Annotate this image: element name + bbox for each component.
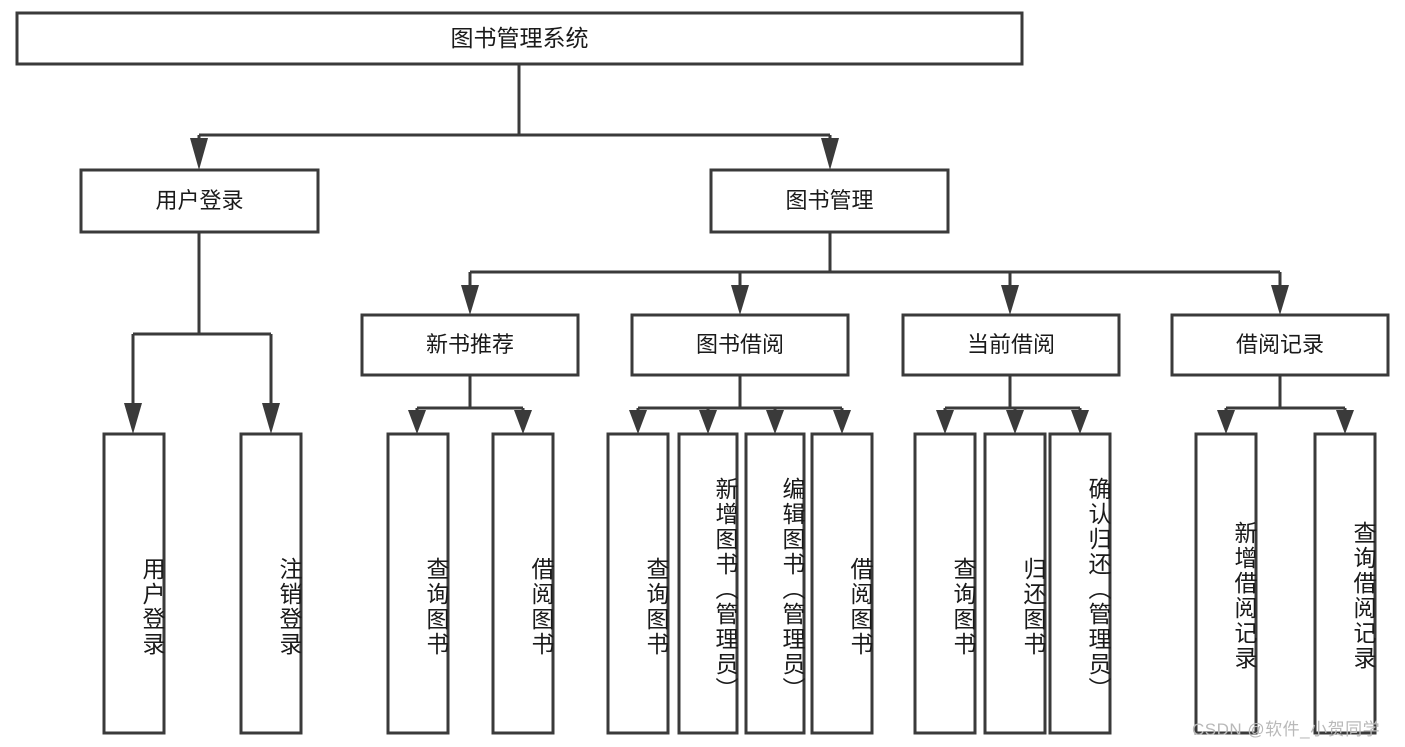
node-box-leaf-3[interactable]	[491, 432, 555, 735]
node-box-leaf-11[interactable]	[1194, 432, 1258, 735]
arrow-icon-root-1	[190, 138, 208, 170]
node-box-leaf-7[interactable]	[810, 432, 874, 735]
node-box-leaf-6[interactable]	[744, 432, 806, 735]
arrow-icon-bm-2	[731, 285, 749, 315]
connector-borrow-record-to-leaves	[1217, 375, 1354, 434]
arrow-icon-bm-1	[461, 285, 479, 315]
node-box-current-borrow[interactable]	[901, 313, 1121, 377]
node-box-leaf-1[interactable]	[239, 432, 303, 735]
node-box-new-book-recommend[interactable]	[360, 313, 580, 377]
node-box-book-borrow[interactable]	[630, 313, 850, 377]
connector-current-borrow-to-leaves	[936, 375, 1089, 434]
arrow-icon-brr-2	[1336, 410, 1354, 434]
node-box-leaf-9[interactable]	[983, 432, 1047, 735]
node-box-leaf-5[interactable]	[677, 432, 739, 735]
arrow-icon-bm-4	[1271, 285, 1289, 315]
arrow-icon-cb-2	[1006, 410, 1024, 434]
arrow-icon-br-1	[629, 410, 647, 434]
node-box-leaf-2[interactable]	[386, 432, 450, 735]
arrow-icon-br-3	[766, 410, 784, 434]
connector-book-mgmt-to-level3	[461, 232, 1289, 315]
arrow-icon-ul-2	[262, 403, 280, 434]
arrow-icon-brr-1	[1217, 410, 1235, 434]
connector-root-to-level2	[190, 64, 839, 170]
node-box-leaf-10[interactable]	[1048, 432, 1112, 735]
arrow-icon-br-2	[699, 410, 717, 434]
arrow-icon-cb-3	[1071, 410, 1089, 434]
node-box-leaf-12[interactable]	[1313, 432, 1377, 735]
arrow-icon-nb-1	[408, 410, 426, 434]
arrow-icon-br-4	[833, 410, 851, 434]
node-box-book-management[interactable]	[709, 168, 950, 234]
arrow-icon-ul-1	[124, 403, 142, 434]
arrow-icon-bm-3	[1001, 285, 1019, 315]
arrow-icon-cb-1	[936, 410, 954, 434]
connector-user-login-to-leaves	[124, 232, 280, 434]
node-box-leaf-0[interactable]	[102, 432, 166, 735]
node-box-user-login[interactable]	[79, 168, 320, 234]
node-box-leaf-8[interactable]	[913, 432, 977, 735]
node-box-root[interactable]	[15, 11, 1024, 66]
node-box-leaf-4[interactable]	[606, 432, 670, 735]
arrow-icon-nb-2	[514, 410, 532, 434]
node-box-borrow-record[interactable]	[1170, 313, 1390, 377]
arrow-icon-root-2	[821, 138, 839, 170]
watermark-text: CSDN @软件_小贺同学	[1192, 720, 1381, 739]
connector-new-book-to-leaves	[408, 375, 532, 434]
connector-borrow-to-leaves	[629, 375, 851, 434]
